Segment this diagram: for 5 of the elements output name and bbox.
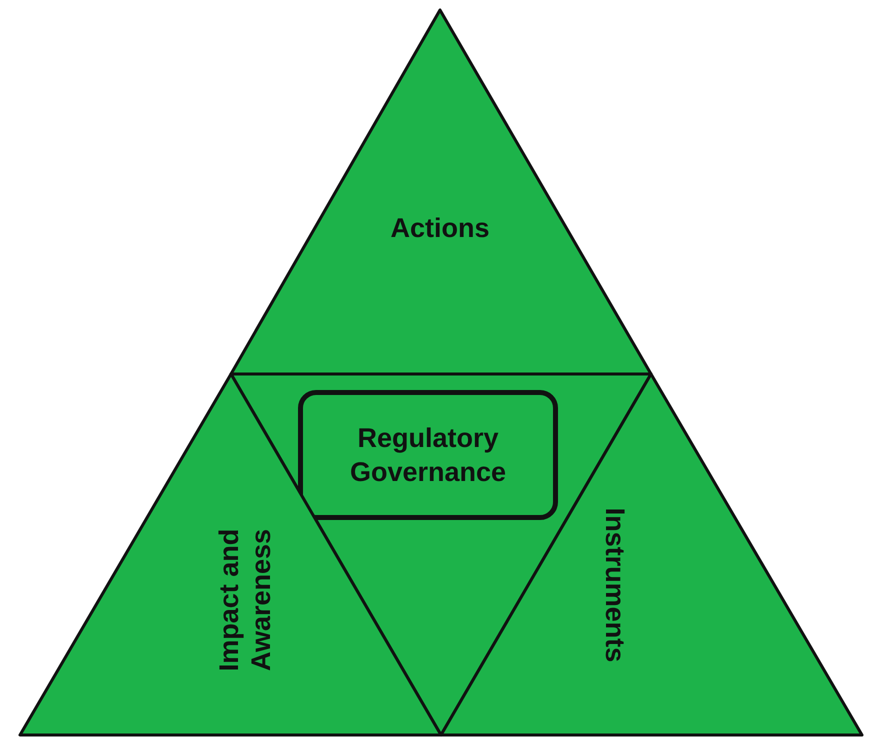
panel-label: Instruments [599,506,631,664]
rounded-box [298,390,558,520]
panel-label: Impact and Awareness [213,528,277,674]
panel-label: Actions [390,212,490,244]
box-label: Regulatory Governance [348,422,508,489]
